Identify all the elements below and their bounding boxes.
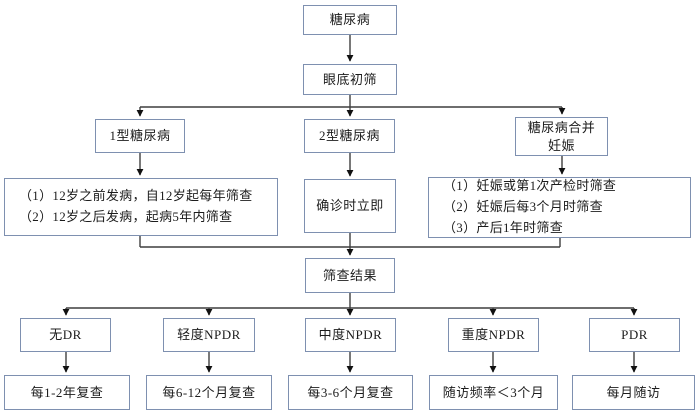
grade-no-dr-label: 无DR — [49, 327, 82, 343]
node-grade-moderate-npdr: 中度NPDR — [305, 318, 396, 352]
screening-result-label: 筛查结果 — [322, 267, 377, 283]
followup-mild-label: 每6-12个月复查 — [162, 384, 256, 400]
pregnancy-rule-2: （2）妊娠后每3个月时筛查 — [443, 199, 603, 215]
node-grade-severe-npdr: 重度NPDR — [448, 318, 539, 352]
node-followup-mild: 每6-12个月复查 — [146, 375, 272, 410]
node-type1-rules: （1）12岁之前发病，自12岁起每年筛查 （2）12岁之后发病，起病5年内筛查 — [4, 178, 278, 236]
node-followup-no-dr: 每1-2年复查 — [4, 375, 130, 410]
node-diabetes: 糖尿病 — [303, 5, 397, 35]
pregnancy-rule-1: （1）妊娠或第1次产检时筛查 — [443, 178, 617, 194]
grade-moderate-npdr-label: 中度NPDR — [318, 327, 383, 343]
node-grade-no-dr: 无DR — [20, 318, 111, 352]
grade-mild-npdr-label: 轻度NPDR — [177, 327, 241, 343]
node-diabetes-label: 糖尿病 — [329, 12, 371, 28]
followup-severe-label: 随访频率＜3个月 — [442, 384, 545, 400]
type1-rule-2: （2）12岁之后发病，起病5年内筛查 — [19, 209, 233, 224]
followup-pdr-label: 每月随访 — [606, 384, 661, 400]
node-type2-diabetes: 2型糖尿病 — [304, 119, 395, 153]
node-pregnancy-rules: （1）妊娠或第1次产检时筛查 （2）妊娠后每3个月时筛查 （3）产后1年时筛查 — [428, 177, 691, 238]
node-fundus-screening-label: 眼底初筛 — [322, 71, 377, 87]
pregnancy-rule-3: （3）产后1年时筛查 — [443, 219, 563, 235]
type1-rule-1: （1）12岁之前发病，自12岁起每年筛查 — [19, 188, 253, 204]
grade-pdr-label: PDR — [621, 327, 648, 343]
node-followup-severe: 随访频率＜3个月 — [429, 375, 558, 410]
node-grade-mild-npdr: 轻度NPDR — [163, 318, 255, 352]
node-type1-diabetes: 1型糖尿病 — [95, 119, 185, 153]
node-type2-rule: 确诊时立即 — [304, 179, 396, 233]
type2-rule-label: 确诊时立即 — [316, 198, 384, 214]
grade-severe-npdr-label: 重度NPDR — [461, 327, 526, 343]
node-followup-moderate: 每3-6个月复查 — [288, 375, 413, 410]
followup-no-dr-label: 每1-2年复查 — [30, 384, 104, 400]
node-type1-label: 1型糖尿病 — [109, 128, 171, 144]
node-screening-result: 筛查结果 — [305, 258, 395, 293]
node-grade-pdr: PDR — [589, 318, 680, 352]
node-followup-pdr: 每月随访 — [572, 375, 695, 410]
node-type2-label: 2型糖尿病 — [318, 128, 380, 144]
node-diabetes-with-pregnancy: 糖尿病合并妊娠 — [515, 117, 608, 156]
followup-moderate-label: 每3-6个月复查 — [307, 384, 394, 400]
node-pregnancy-label: 糖尿病合并妊娠 — [527, 119, 596, 153]
node-fundus-screening: 眼底初筛 — [303, 64, 397, 95]
